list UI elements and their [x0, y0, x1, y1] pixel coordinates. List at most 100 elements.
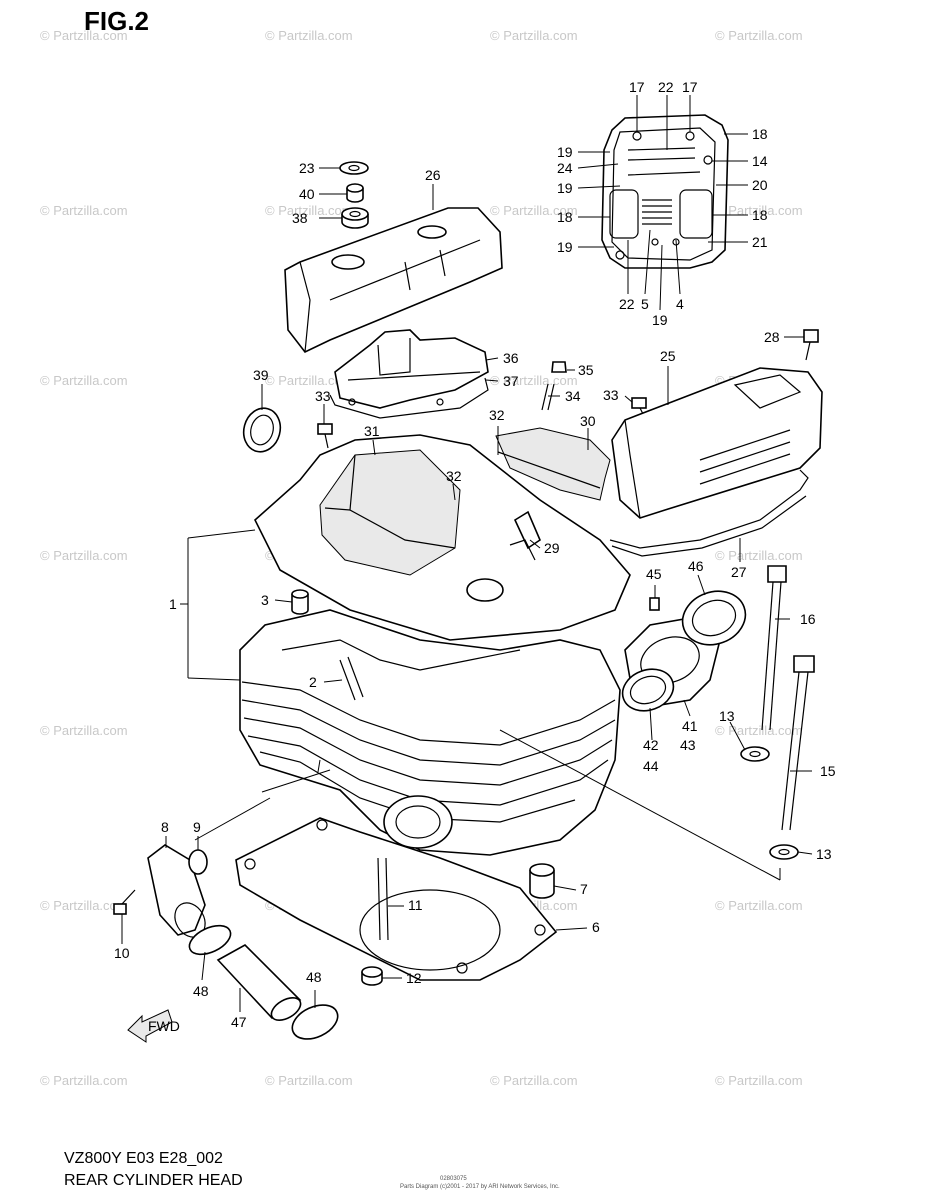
cap-nut-35[interactable]: [551, 361, 567, 373]
watermark-6: © Partzilla.com: [490, 203, 578, 218]
cap-12[interactable]: [361, 966, 383, 986]
watermark-23: © Partzilla.com: [715, 898, 803, 913]
head-gasket-6[interactable]: [235, 817, 558, 981]
watermark-8: © Partzilla.com: [40, 373, 128, 388]
washer-13-upper[interactable]: [740, 746, 770, 762]
callout-13-upper: 13: [719, 708, 735, 724]
seal-ring-39[interactable]: [239, 404, 285, 456]
washer-13-lower[interactable]: [769, 844, 799, 860]
leader-lines: [121, 95, 813, 1012]
callout-30: 30: [580, 413, 596, 429]
bolt-28[interactable]: [803, 329, 819, 361]
watermark-12: © Partzilla.com: [40, 548, 128, 563]
footer-code: 02803075: [440, 1176, 467, 1182]
o-ring-42[interactable]: [617, 662, 680, 717]
footer-copyright: Parts Diagram (c)2001 - 2017 by ARI Netw…: [400, 1184, 560, 1190]
callout-28: 28: [764, 329, 780, 345]
hose-clamp-48-lower[interactable]: [287, 998, 343, 1045]
cylinder-head-cover-26[interactable]: [284, 207, 503, 354]
gasket-27[interactable]: [609, 469, 809, 557]
callout-27: 27: [731, 564, 747, 580]
head-bolt-15[interactable]: [781, 655, 815, 831]
watermark-4: © Partzilla.com: [40, 203, 128, 218]
watermark-16: © Partzilla.com: [40, 723, 128, 738]
callout-37: 37: [503, 373, 519, 389]
callout-21: 21: [752, 234, 768, 250]
intake-clamp-46[interactable]: [675, 583, 753, 654]
callout-2: 2: [309, 674, 317, 690]
plate-30[interactable]: [495, 427, 611, 501]
spark-plug-29[interactable]: [509, 510, 541, 561]
model-code: VZ800Y E03 E28_002: [64, 1150, 223, 1167]
callout-10: 10: [114, 945, 130, 961]
bolt-33-left[interactable]: [317, 423, 333, 449]
watermark-25: © Partzilla.com: [265, 1073, 353, 1088]
callout-13-lower: 13: [816, 846, 832, 862]
gasket-37[interactable]: [329, 377, 489, 419]
callout-31: 31: [364, 423, 380, 439]
fwd-arrow-label: FWD: [148, 1018, 180, 1034]
callout-11: 11: [408, 897, 423, 913]
callout-9: 9: [193, 819, 201, 835]
watermark-15: © Partzilla.com: [715, 548, 803, 563]
callout-14: 14: [752, 153, 768, 169]
callout-4: 4: [676, 296, 684, 312]
callout-35: 35: [578, 362, 594, 378]
dowel-pin-3[interactable]: [291, 589, 309, 615]
head-bolt-16[interactable]: [761, 565, 787, 731]
bolt-10[interactable]: [113, 889, 136, 915]
callout-16: 16: [800, 611, 816, 627]
watermark-10: © Partzilla.com: [490, 373, 578, 388]
callout-12: 12: [406, 970, 422, 986]
watermark-2: © Partzilla.com: [490, 28, 578, 43]
hose-clamp-48-upper[interactable]: [185, 920, 235, 960]
callout-3: 3: [261, 592, 269, 608]
stud-11[interactable]: [377, 857, 389, 941]
dowel-7[interactable]: [529, 863, 555, 899]
watermark-0: © Partzilla.com: [40, 28, 128, 43]
callout-32-left: 32: [489, 407, 505, 423]
water-hose-47[interactable]: [216, 944, 304, 1025]
breather-cover-36[interactable]: [334, 329, 489, 409]
callout-17-right: 17: [682, 79, 698, 95]
callout-5: 5: [641, 296, 649, 312]
watermark-26: © Partzilla.com: [490, 1073, 578, 1088]
watermark-27: © Partzilla.com: [715, 1073, 803, 1088]
callout-47: 47: [231, 1014, 247, 1030]
callout-15: 15: [820, 763, 836, 779]
stud-2[interactable]: [339, 656, 364, 701]
callout-18-right-top: 18: [752, 126, 768, 142]
callout-labels: 1 2 3 4 5 6 7 8 9 10 11 12 13 13 14 15 1…: [114, 79, 836, 1030]
stud-34[interactable]: [541, 383, 555, 411]
callout-8: 8: [161, 819, 169, 835]
callout-23: 23: [299, 160, 315, 176]
callout-1: 1: [169, 596, 177, 612]
watermark-3: © Partzilla.com: [715, 28, 803, 43]
washer-23[interactable]: [339, 161, 369, 175]
fwd-arrow: FWD: [127, 1009, 180, 1043]
cylinder-head-1[interactable]: [239, 434, 631, 856]
callout-20: 20: [752, 177, 768, 193]
part-name: REAR CYLINDER HEAD: [64, 1172, 243, 1189]
callout-29: 29: [544, 540, 560, 556]
o-ring-9[interactable]: [188, 849, 208, 875]
head-cover-gasket-detail[interactable]: [601, 114, 729, 269]
callout-7: 7: [580, 881, 588, 897]
callout-48-left: 48: [193, 983, 209, 999]
callout-19-d: 19: [652, 312, 668, 328]
spacer-40[interactable]: [346, 183, 364, 203]
callout-48-right: 48: [306, 969, 322, 985]
watermark-7: © Partzilla.com: [715, 203, 803, 218]
cylinder-head-cover-25[interactable]: [611, 367, 823, 519]
callout-19-a: 19: [557, 144, 573, 160]
screw-45[interactable]: [649, 597, 660, 611]
callout-33-left: 33: [315, 388, 331, 404]
callout-19-c: 19: [557, 239, 573, 255]
callout-36: 36: [503, 350, 519, 366]
callout-40: 40: [299, 186, 315, 202]
callout-25: 25: [660, 348, 676, 364]
callout-34: 34: [565, 388, 581, 404]
watermark-5: © Partzilla.com: [265, 203, 353, 218]
callout-18-right-mid: 18: [752, 207, 768, 223]
grommet-38[interactable]: [341, 207, 369, 229]
